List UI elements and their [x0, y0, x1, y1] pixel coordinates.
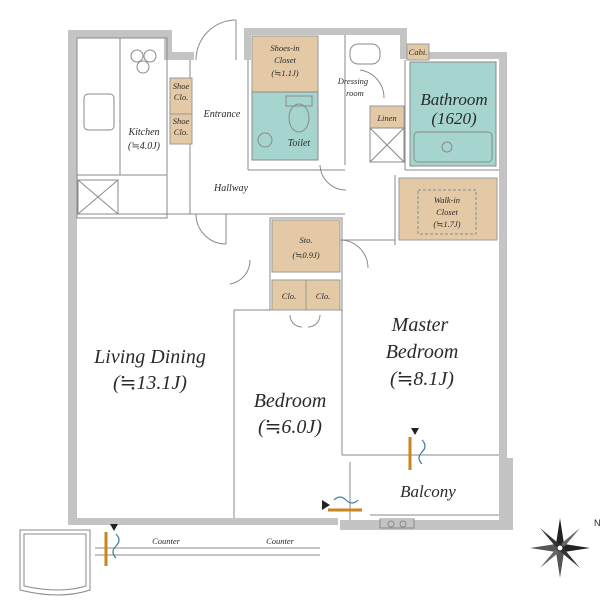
closet-left: [271, 279, 307, 311]
storage-size: (≒0.9J): [292, 250, 319, 260]
fridge-space: [77, 179, 119, 215]
vanity-sink-icon: [349, 43, 381, 65]
shoe-closet-2: [169, 113, 193, 145]
bathroom-name: Bathroom: [420, 90, 487, 109]
compass-rose-icon: N: [530, 518, 601, 578]
kitchen-sink-icon: [83, 93, 115, 131]
cabinet: [406, 43, 430, 61]
master-bedroom-line2: Bedroom: [386, 341, 459, 363]
toilet-icon: [288, 103, 310, 133]
living-dining-name: Living Dining: [93, 346, 206, 368]
doors: [195, 19, 385, 328]
dressing-room-line2: room: [346, 88, 364, 98]
shoes-in-closet-line2: Closet: [274, 55, 296, 65]
walk-in-closet-size: (≒1.7J): [433, 219, 460, 229]
walk-in-closet: [398, 177, 498, 241]
shoe-closet-2-line2: Clo.: [174, 127, 188, 137]
living-dining-size: (≒13.1J): [113, 372, 187, 394]
vent-markers: [104, 428, 426, 566]
closet-left-label: Clo.: [282, 291, 296, 301]
bathroom: [409, 61, 497, 167]
walk-in-closet-line2: Closet: [436, 207, 458, 217]
bay-window: [19, 529, 91, 596]
linen-label: Linen: [376, 113, 396, 123]
stove-burner-icon: [130, 49, 144, 63]
outdoor-unit-icon: [379, 518, 415, 529]
kitchen-size: (≒4.0J): [128, 141, 161, 152]
toilet-room: [251, 91, 319, 161]
shoes-in-closet-line1: Shoes-in: [270, 43, 299, 53]
counter-right-label: Counter: [266, 536, 295, 546]
shoe-closet-2-line1: Shoe: [173, 116, 190, 126]
shoe-closet-1-line2: Clo.: [174, 92, 188, 102]
bathtub-icon: [413, 131, 493, 163]
vent-triangle-icon: [322, 500, 330, 510]
hand-basin-icon: [257, 132, 273, 148]
bedroom-name: Bedroom: [254, 390, 327, 412]
storage: [271, 219, 341, 273]
closet-right: [305, 279, 341, 311]
hallway-name: Hallway: [213, 183, 248, 194]
master-bedroom-size: (≒8.1J): [390, 368, 454, 390]
counter-left-label: Counter: [152, 536, 181, 546]
balcony-name: Balcony: [400, 482, 456, 501]
walk-in-closet-line1: Walk-in: [434, 195, 460, 205]
svg-text:N: N: [594, 518, 601, 528]
stove-burner-icon: [143, 49, 157, 63]
master-bedroom-line1: Master: [391, 314, 449, 336]
shoes-in-closet: [251, 35, 319, 93]
closet-right-label: Clo.: [316, 291, 330, 301]
storage-name: Sto.: [300, 235, 313, 245]
shoe-closet-1-line1: Shoe: [173, 81, 190, 91]
entrance-name: Entrance: [203, 109, 241, 120]
cabinet-label: Cabi.: [409, 47, 428, 57]
vent-triangle-icon: [411, 428, 419, 435]
stove-burner-icon: [136, 60, 150, 74]
vent-triangle-icon: [110, 524, 118, 531]
dressing-room-line1: Dressing: [337, 76, 368, 86]
bedroom-size: (≒6.0J): [258, 416, 322, 438]
bathroom-size: (1620): [431, 109, 477, 128]
toilet-label: Toilet: [288, 138, 311, 149]
kitchen-name: Kitchen: [127, 127, 159, 138]
kitchen-fixtures: [77, 49, 157, 215]
exterior-walls: [68, 28, 513, 530]
shoes-in-closet-size: (≒1.1J): [271, 68, 298, 78]
